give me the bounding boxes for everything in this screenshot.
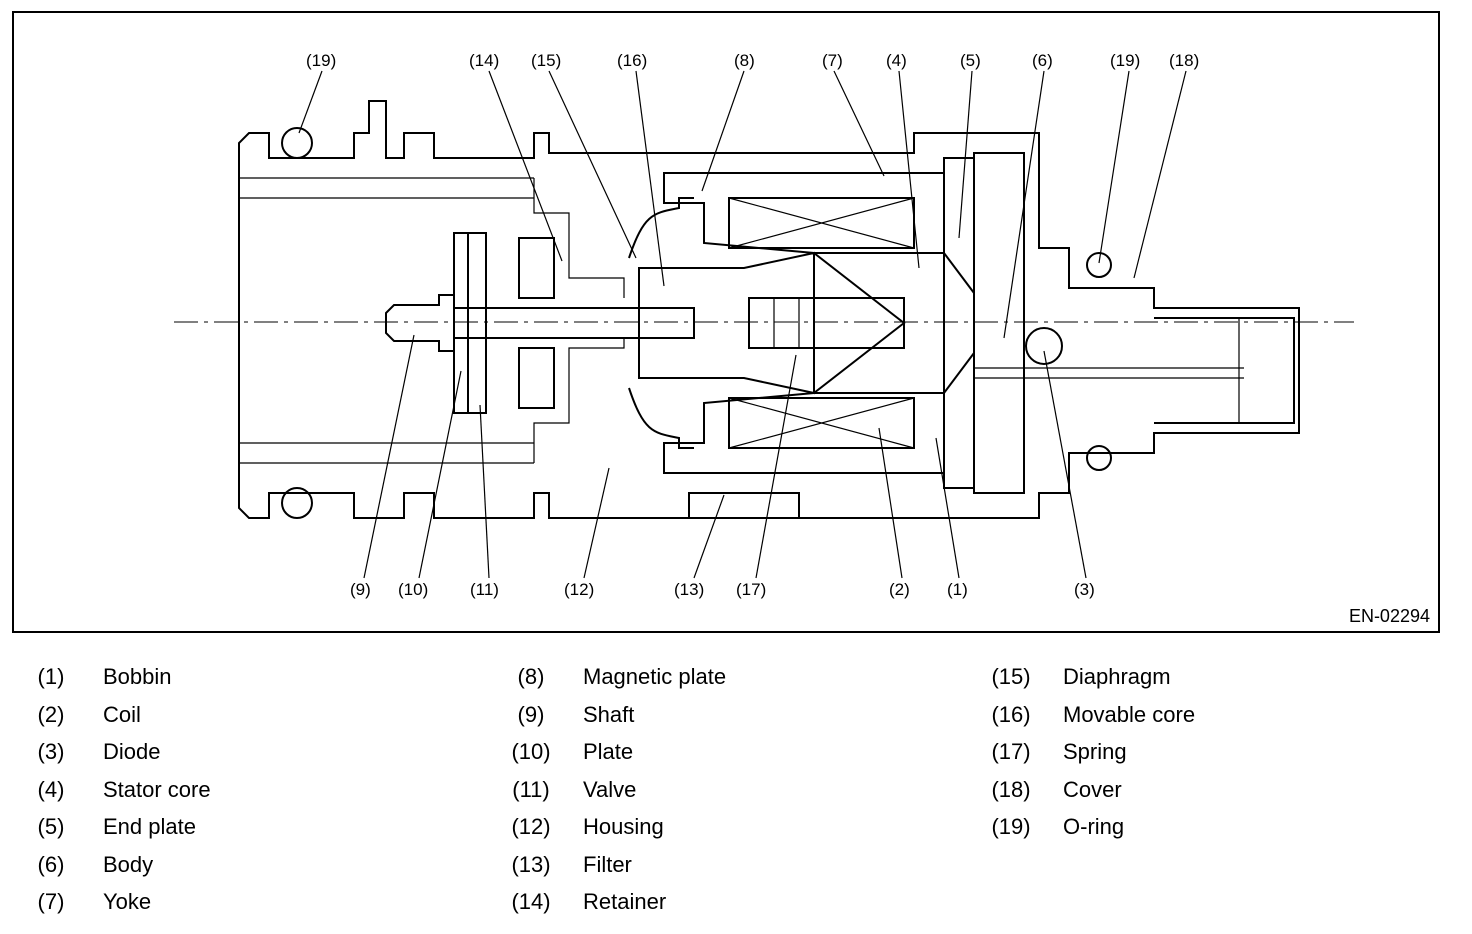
callout-2: (2) bbox=[889, 580, 910, 599]
housing-outline bbox=[238, 100, 1300, 519]
movable-core bbox=[638, 251, 815, 395]
retainer-bottom bbox=[518, 347, 555, 409]
callout-16: (16) bbox=[617, 51, 647, 70]
diagram-frame: (19) (14) (15) (16) (8) (7) (4) (5) (6) … bbox=[12, 11, 1440, 633]
stator-core bbox=[811, 252, 975, 394]
diaphragm-top bbox=[628, 197, 694, 259]
callout-6: (6) bbox=[1032, 51, 1053, 70]
callout-15: (15) bbox=[531, 51, 561, 70]
end-plate bbox=[943, 157, 975, 489]
parts-legend: (1)Bobbin (2)Coil (3)Diode (4)Stator cor… bbox=[37, 664, 1196, 914]
valve bbox=[467, 232, 487, 414]
callout-19-left: (19) bbox=[306, 51, 336, 70]
o-ring-right-bottom bbox=[1086, 445, 1112, 471]
figure-id: EN-02294 bbox=[1348, 606, 1430, 626]
filter bbox=[688, 492, 800, 519]
leader-lines bbox=[298, 70, 1187, 579]
housing-step-bottom bbox=[533, 338, 625, 463]
solenoid-cross-section: (19) (14) (15) (16) (8) (7) (4) (5) (6) … bbox=[174, 51, 1354, 599]
o-ring-left-top bbox=[281, 127, 313, 159]
o-ring-right-top bbox=[1086, 252, 1112, 278]
diaphragm-bottom bbox=[628, 387, 694, 449]
callout-12: (12) bbox=[564, 580, 594, 599]
callout-4: (4) bbox=[886, 51, 907, 70]
housing-step-top bbox=[533, 178, 625, 298]
callout-3: (3) bbox=[1074, 580, 1095, 599]
callout-10: (10) bbox=[398, 580, 428, 599]
o-ring-left-bottom bbox=[281, 487, 313, 519]
shaft bbox=[385, 294, 695, 352]
retainer-top bbox=[518, 237, 555, 299]
magnetic-plate-bottom bbox=[663, 392, 945, 474]
callout-18: (18) bbox=[1169, 51, 1199, 70]
callout-11: (11) bbox=[470, 580, 499, 599]
callout-5: (5) bbox=[960, 51, 981, 70]
coil-bottom bbox=[728, 397, 915, 449]
callout-1: (1) bbox=[947, 580, 968, 599]
coil-top-x2 bbox=[728, 197, 915, 249]
callout-17: (17) bbox=[736, 580, 766, 599]
callout-19-right: (19) bbox=[1110, 51, 1140, 70]
callout-14: (14) bbox=[469, 51, 499, 70]
callout-9: (9) bbox=[350, 580, 371, 599]
plate bbox=[453, 232, 469, 414]
callout-13: (13) bbox=[674, 580, 704, 599]
body bbox=[973, 152, 1025, 494]
callout-8: (8) bbox=[734, 51, 755, 70]
diode bbox=[1025, 327, 1063, 365]
cover-connector bbox=[1154, 317, 1295, 424]
coil-bottom-x2 bbox=[728, 397, 915, 449]
magnetic-plate-top bbox=[663, 172, 945, 254]
callout-7: (7) bbox=[822, 51, 843, 70]
